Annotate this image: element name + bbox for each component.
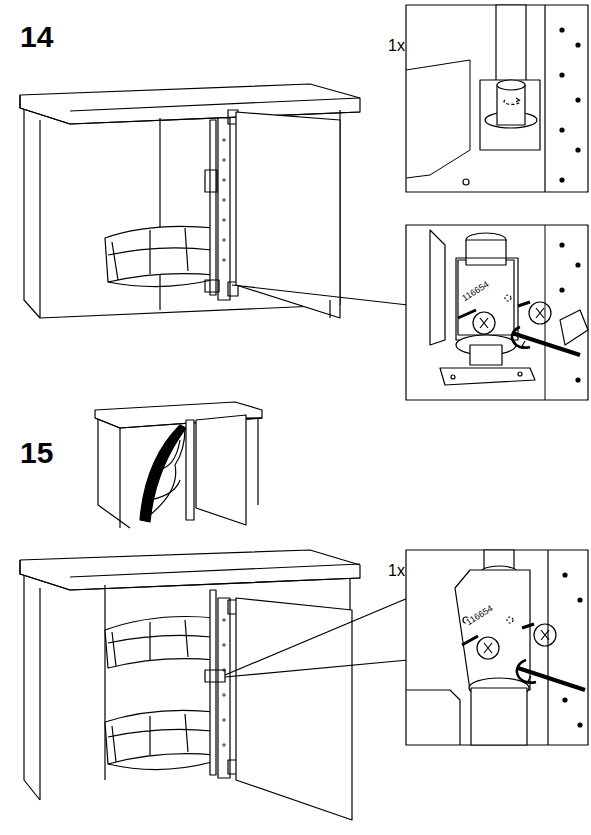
detail-view-step15 xyxy=(406,550,588,745)
quantity-label: 1x xyxy=(388,38,405,54)
detail-view-top xyxy=(406,5,588,192)
cabinet-step15-small xyxy=(95,402,262,528)
detail-view-bottom xyxy=(406,225,588,400)
step-number: 15 xyxy=(20,438,53,468)
cabinet-step14 xyxy=(20,84,408,318)
quantity-label: 1x xyxy=(388,563,405,579)
step-number: 14 xyxy=(20,22,53,52)
cabinet-step15 xyxy=(20,550,408,820)
